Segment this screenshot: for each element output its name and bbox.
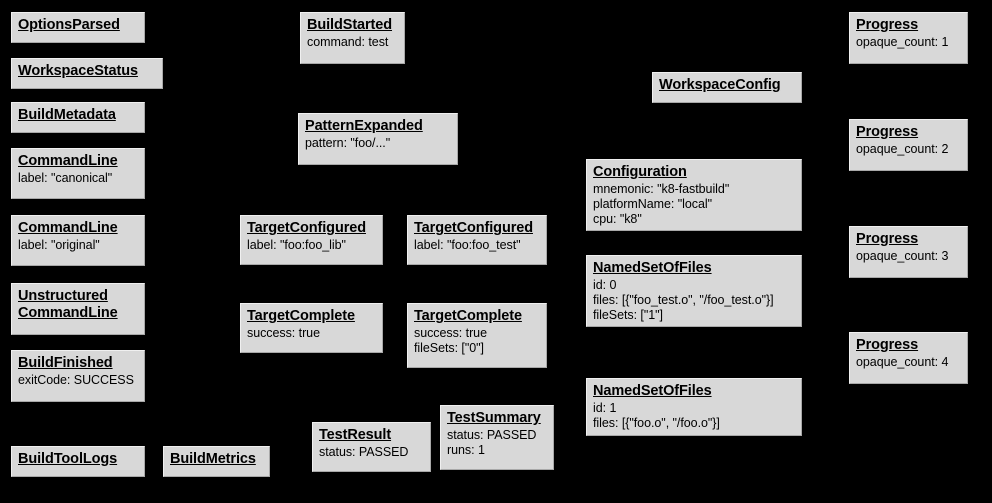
node-workspace-config[interactable]: WorkspaceConfig bbox=[652, 72, 802, 103]
node-field: cpu: "k8" bbox=[593, 211, 642, 226]
node-title: Progress bbox=[856, 17, 919, 33]
node-fields: label: "canonical" bbox=[18, 171, 138, 186]
node-title: PatternExpanded bbox=[305, 118, 423, 134]
node-unstructured-command-line[interactable]: Unstructured CommandLine bbox=[11, 283, 145, 335]
node-progress-3[interactable]: Progress opaque_count: 3 bbox=[849, 226, 968, 278]
node-command-line-canonical[interactable]: CommandLine label: "canonical" bbox=[11, 148, 145, 199]
node-title: BuildToolLogs bbox=[18, 451, 118, 467]
node-title: Unstructured CommandLine bbox=[18, 288, 118, 322]
node-title: WorkspaceConfig bbox=[659, 77, 781, 93]
node-title: Progress bbox=[856, 124, 919, 140]
node-field: opaque_count: 1 bbox=[856, 35, 949, 50]
node-field: files: [{"foo.o", "/foo.o"}] bbox=[593, 415, 720, 430]
node-fields: label: "foo:foo_lib" bbox=[247, 238, 376, 253]
node-title: TestSummary bbox=[447, 410, 541, 426]
node-field: pattern: "foo/..." bbox=[305, 136, 391, 151]
node-title: CommandLine bbox=[18, 220, 118, 236]
node-field: id: 0 bbox=[593, 278, 617, 293]
node-title: NamedSetOfFiles bbox=[593, 260, 712, 276]
node-target-complete-lib[interactable]: TargetComplete success: true bbox=[240, 303, 383, 353]
node-title: OptionsParsed bbox=[18, 17, 120, 33]
node-field: runs: 1 bbox=[447, 442, 485, 457]
node-fields: pattern: "foo/..." bbox=[305, 136, 451, 151]
node-configuration[interactable]: Configuration mnemonic: "k8-fastbuild"pla… bbox=[586, 159, 802, 231]
node-fields: opaque_count: 3 bbox=[856, 249, 961, 264]
node-progress-4[interactable]: Progress opaque_count: 4 bbox=[849, 332, 968, 384]
node-fields: opaque_count: 4 bbox=[856, 355, 961, 370]
node-build-tool-logs[interactable]: BuildToolLogs bbox=[11, 446, 145, 477]
node-field: opaque_count: 3 bbox=[856, 249, 949, 264]
node-pattern-expanded[interactable]: PatternExpanded pattern: "foo/..." bbox=[298, 113, 458, 165]
node-title: Configuration bbox=[593, 164, 687, 180]
node-workspace-status[interactable]: WorkspaceStatus bbox=[11, 58, 163, 89]
node-title: TargetComplete bbox=[414, 308, 522, 324]
node-field: status: PASSED bbox=[319, 445, 409, 460]
node-title: WorkspaceStatus bbox=[18, 63, 138, 79]
node-field: opaque_count: 4 bbox=[856, 355, 949, 370]
node-title: Progress bbox=[856, 337, 919, 353]
node-title: TargetComplete bbox=[247, 308, 355, 324]
node-title: NamedSetOfFiles bbox=[593, 383, 712, 399]
node-fields: command: test bbox=[307, 35, 398, 50]
node-field: exitCode: SUCCESS bbox=[18, 373, 134, 388]
node-field: fileSets: ["0"] bbox=[414, 340, 484, 355]
node-field: status: PASSED bbox=[447, 428, 537, 443]
node-title: CommandLine bbox=[18, 153, 118, 169]
node-title: TargetConfigured bbox=[414, 220, 533, 236]
node-field: opaque_count: 2 bbox=[856, 142, 949, 157]
node-title: Progress bbox=[856, 231, 919, 247]
node-field: label: "foo:foo_lib" bbox=[247, 238, 346, 253]
node-field: files: [{"foo_test.o", "/foo_test.o"}] bbox=[593, 292, 774, 307]
node-options-parsed[interactable]: OptionsParsed bbox=[11, 12, 145, 43]
node-field: command: test bbox=[307, 35, 389, 50]
node-fields: opaque_count: 1 bbox=[856, 35, 961, 50]
node-build-finished[interactable]: BuildFinished exitCode: SUCCESS bbox=[11, 350, 145, 402]
node-build-metadata[interactable]: BuildMetadata bbox=[11, 102, 145, 133]
node-field: label: "foo:foo_test" bbox=[414, 238, 521, 253]
node-fields: label: "foo:foo_test" bbox=[414, 238, 540, 253]
node-fields: exitCode: SUCCESS bbox=[18, 373, 138, 388]
node-target-configured-foo-test[interactable]: TargetConfigured label: "foo:foo_test" bbox=[407, 215, 547, 265]
node-build-metrics[interactable]: BuildMetrics bbox=[163, 446, 270, 477]
node-field: label: "original" bbox=[18, 238, 100, 253]
node-fields: success: true bbox=[247, 326, 376, 341]
node-title: TargetConfigured bbox=[247, 220, 366, 236]
node-fields: status: PASSED bbox=[319, 445, 424, 460]
node-target-configured-foo-lib[interactable]: TargetConfigured label: "foo:foo_lib" bbox=[240, 215, 383, 265]
node-test-result[interactable]: TestResult status: PASSED bbox=[312, 422, 431, 472]
node-command-line-original[interactable]: CommandLine label: "original" bbox=[11, 215, 145, 266]
node-title: BuildMetrics bbox=[170, 451, 256, 467]
node-title: BuildStarted bbox=[307, 17, 393, 33]
node-title: BuildMetadata bbox=[18, 107, 116, 123]
node-field: platformName: "local" bbox=[593, 196, 712, 211]
node-title: TestResult bbox=[319, 427, 392, 443]
node-fields: mnemonic: "k8-fastbuild"platformName: "l… bbox=[593, 182, 795, 226]
node-progress-2[interactable]: Progress opaque_count: 2 bbox=[849, 119, 968, 171]
node-field: id: 1 bbox=[593, 401, 617, 416]
node-title: BuildFinished bbox=[18, 355, 113, 371]
node-field: fileSets: ["1"] bbox=[593, 307, 663, 322]
node-build-started[interactable]: BuildStarted command: test bbox=[300, 12, 405, 64]
node-field: success: true bbox=[414, 326, 487, 341]
node-fields: label: "original" bbox=[18, 238, 138, 253]
node-field: label: "canonical" bbox=[18, 171, 113, 186]
node-field: success: true bbox=[247, 326, 320, 341]
node-progress-1[interactable]: Progress opaque_count: 1 bbox=[849, 12, 968, 64]
node-fields: opaque_count: 2 bbox=[856, 142, 961, 157]
node-field: mnemonic: "k8-fastbuild" bbox=[593, 182, 730, 197]
